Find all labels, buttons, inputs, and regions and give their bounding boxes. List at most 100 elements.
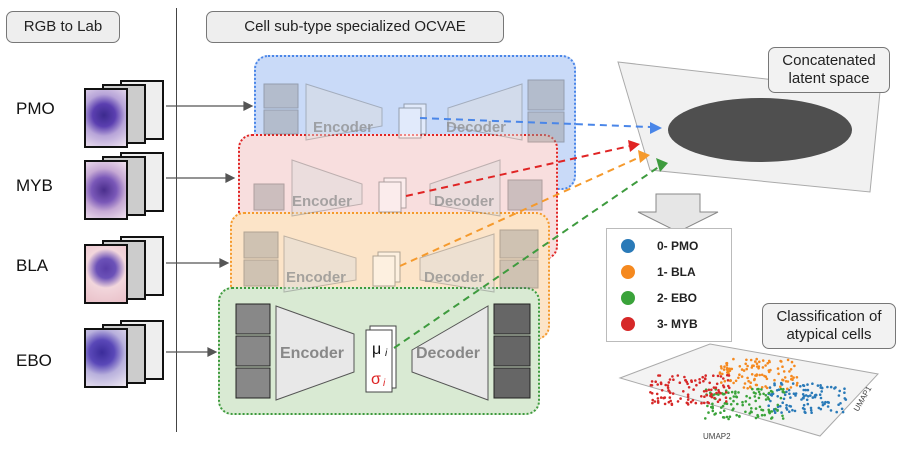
umap-point	[806, 395, 810, 398]
umap-point	[678, 381, 682, 385]
umap-point	[651, 401, 654, 405]
umap-point	[760, 413, 764, 417]
umap-point	[781, 390, 785, 393]
umap-point	[770, 410, 774, 413]
umap-point	[791, 382, 795, 385]
umap-point	[801, 393, 805, 396]
umap-point	[660, 389, 664, 392]
umap-point	[734, 392, 737, 395]
umap-point	[783, 393, 787, 397]
umap-point	[711, 409, 715, 413]
umap-point	[754, 374, 757, 377]
umap-point	[746, 376, 749, 380]
umap-point	[806, 402, 810, 406]
umap-point	[651, 398, 654, 402]
umap-point	[786, 358, 790, 362]
umap-point	[750, 407, 753, 410]
umap-point	[719, 365, 723, 368]
umap-point	[729, 379, 732, 382]
umap-point	[754, 392, 757, 395]
umap-point	[664, 383, 667, 387]
myb-decoder-label: Decoder	[434, 193, 494, 210]
umap-point	[811, 382, 814, 386]
ebo-decoder-label: Decoder	[416, 345, 480, 362]
umap-point	[729, 397, 732, 400]
umap-point	[757, 396, 761, 400]
umap-point	[725, 400, 728, 403]
umap-point	[767, 404, 770, 408]
pmo-encoder-label: Encoder	[313, 119, 373, 136]
umap-point	[806, 388, 810, 392]
umap-point	[796, 381, 799, 385]
umap-point	[791, 408, 794, 412]
umap-point	[810, 411, 813, 415]
umap-point	[753, 378, 756, 382]
umap-point	[790, 374, 793, 378]
umap-point	[666, 384, 670, 387]
umap-point	[809, 406, 813, 410]
umap-point	[722, 384, 725, 387]
umap-point	[728, 386, 731, 390]
umap-point	[719, 411, 722, 415]
sigma-index: i	[383, 378, 386, 389]
umap-point	[735, 413, 738, 417]
umap-point	[770, 416, 774, 419]
umap-point	[791, 378, 794, 382]
umap-point	[725, 415, 729, 419]
umap-point	[695, 383, 698, 387]
umap-point	[686, 395, 690, 399]
umap-point	[740, 375, 744, 378]
umap-point	[785, 406, 788, 410]
latent-space-label: Concatenated latent space	[768, 47, 890, 93]
umap-point	[786, 387, 789, 391]
umap-point	[671, 375, 674, 378]
umap-point	[773, 378, 776, 382]
umap-point	[738, 373, 741, 377]
umap-point	[676, 374, 680, 377]
umap-point	[725, 362, 728, 365]
umap-point	[726, 379, 730, 382]
umap-point	[723, 392, 726, 396]
umap-point	[649, 383, 653, 387]
umap-point	[783, 376, 787, 379]
umap-point	[790, 360, 794, 364]
umap-point	[741, 403, 744, 407]
class-legend: 0- PMO 1- BLA 2- EBO 3- MYB	[606, 228, 732, 342]
umap-point	[814, 393, 818, 397]
umap-point	[718, 371, 722, 374]
umap-point	[653, 400, 657, 403]
umap-point	[727, 391, 730, 395]
umap-point	[838, 389, 841, 393]
umap-point	[819, 407, 823, 411]
umap-point	[809, 394, 812, 397]
umap-point	[761, 359, 765, 362]
umap-point	[747, 379, 750, 383]
umap-point	[829, 409, 833, 412]
umap-point	[794, 392, 798, 395]
umap-point	[692, 388, 695, 391]
umap-point	[760, 388, 763, 391]
ebo-image-stack	[84, 320, 164, 390]
umap-point	[744, 400, 748, 403]
umap-point	[742, 369, 746, 372]
myb-image-stack	[84, 152, 164, 222]
umap-point	[829, 385, 833, 389]
umap-point	[760, 373, 764, 377]
pmo-autoencoder	[263, 79, 565, 143]
umap-point	[826, 400, 830, 404]
umap-point	[816, 384, 820, 387]
row-label-pmo: PMO	[16, 99, 55, 118]
umap-point	[667, 389, 670, 392]
umap-point	[780, 360, 783, 363]
umap-point	[749, 381, 752, 385]
umap-point	[758, 360, 761, 364]
umap-point	[818, 393, 822, 397]
umap-point	[762, 392, 765, 396]
umap-point	[754, 360, 757, 363]
umap-point	[764, 394, 768, 397]
umap-point	[840, 407, 844, 411]
umap-point	[826, 385, 829, 389]
umap-point	[730, 367, 734, 371]
umap-point	[753, 395, 757, 398]
